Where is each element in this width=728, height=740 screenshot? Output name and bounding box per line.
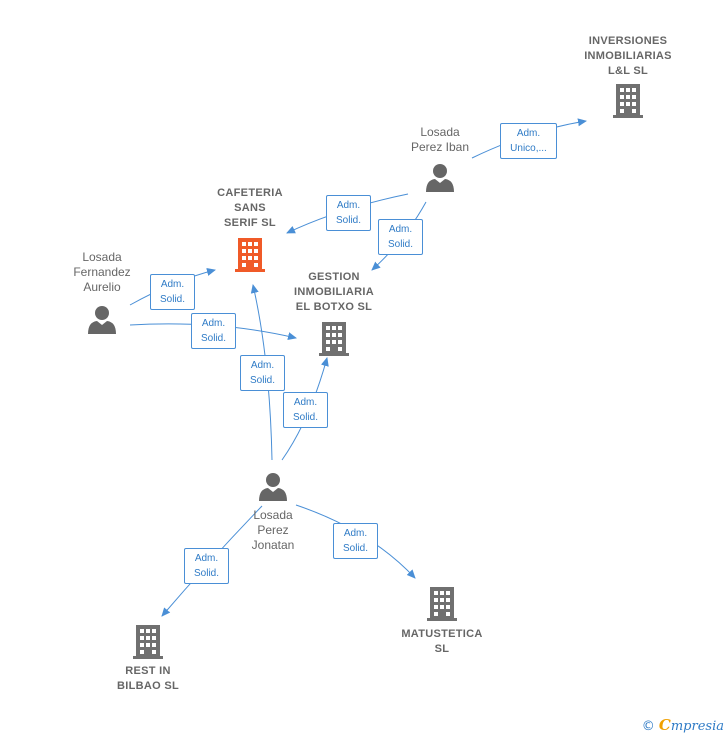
person-losada-perez-iban[interactable]: Losada Perez Iban bbox=[396, 125, 484, 193]
company-label: MATUSTETICA SL bbox=[401, 628, 483, 655]
edge-label-jonatan-matustetica: Adm. Solid. bbox=[333, 523, 378, 559]
company-matustetica[interactable]: MATUSTETICA SL bbox=[392, 586, 492, 657]
brand-initial: C bbox=[658, 716, 671, 734]
company-inversiones[interactable]: INVERSIONES INMOBILIARIAS L&L SL bbox=[572, 34, 684, 119]
person-icon bbox=[88, 306, 116, 334]
company-label: INVERSIONES INMOBILIARIAS L&L SL bbox=[584, 35, 672, 77]
edge-label-aurelio-gestion: Adm. Solid. bbox=[191, 313, 236, 349]
building-icon bbox=[613, 84, 643, 118]
person-losada-perez-jonatan[interactable]: Losada Perez Jonatan bbox=[229, 472, 317, 553]
person-icon bbox=[259, 473, 287, 501]
company-label: GESTION INMOBILIARIA EL BOTXO SL bbox=[294, 271, 374, 313]
edge-label-jonatan-rest: Adm. Solid. bbox=[184, 548, 229, 584]
edge-label-iban-cafeteria: Adm. Solid. bbox=[326, 195, 371, 231]
company-rest-in-bilbao[interactable]: REST IN BILBAO SL bbox=[98, 624, 198, 694]
company-label: CAFETERIA SANS SERIF SL bbox=[217, 187, 283, 229]
edge-label-aurelio-cafeteria: Adm. Solid. bbox=[150, 274, 195, 310]
copyright-symbol: © bbox=[641, 719, 655, 734]
edge-label-jonatan-cafeteria: Adm. Solid. bbox=[240, 355, 285, 391]
building-icon bbox=[319, 322, 349, 356]
edge-label-iban-gestion: Adm. Solid. bbox=[378, 219, 423, 255]
person-label: Losada Perez Jonatan bbox=[251, 508, 295, 552]
person-label: Losada Perez Iban bbox=[410, 125, 470, 154]
company-cafeteria[interactable]: CAFETERIA SANS SERIF SL bbox=[200, 186, 300, 273]
building-icon bbox=[235, 238, 265, 272]
building-icon bbox=[133, 625, 163, 659]
edge-label-iban-inversiones: Adm. Unico,... bbox=[500, 123, 557, 159]
person-losada-fernandez-aurelio[interactable]: Losada Fernandez Aurelio bbox=[58, 250, 146, 335]
person-label: Losada Fernandez Aurelio bbox=[73, 250, 131, 294]
edge-label-jonatan-gestion: Adm. Solid. bbox=[283, 392, 328, 428]
building-icon bbox=[427, 587, 457, 621]
company-gestion[interactable]: GESTION INMOBILIARIA EL BOTXO SL bbox=[280, 270, 388, 357]
brand-name: mpresia bbox=[670, 719, 724, 734]
person-icon bbox=[426, 164, 454, 192]
empresia-watermark: © Cmpresia bbox=[642, 716, 724, 734]
company-label: REST IN BILBAO SL bbox=[117, 665, 179, 692]
